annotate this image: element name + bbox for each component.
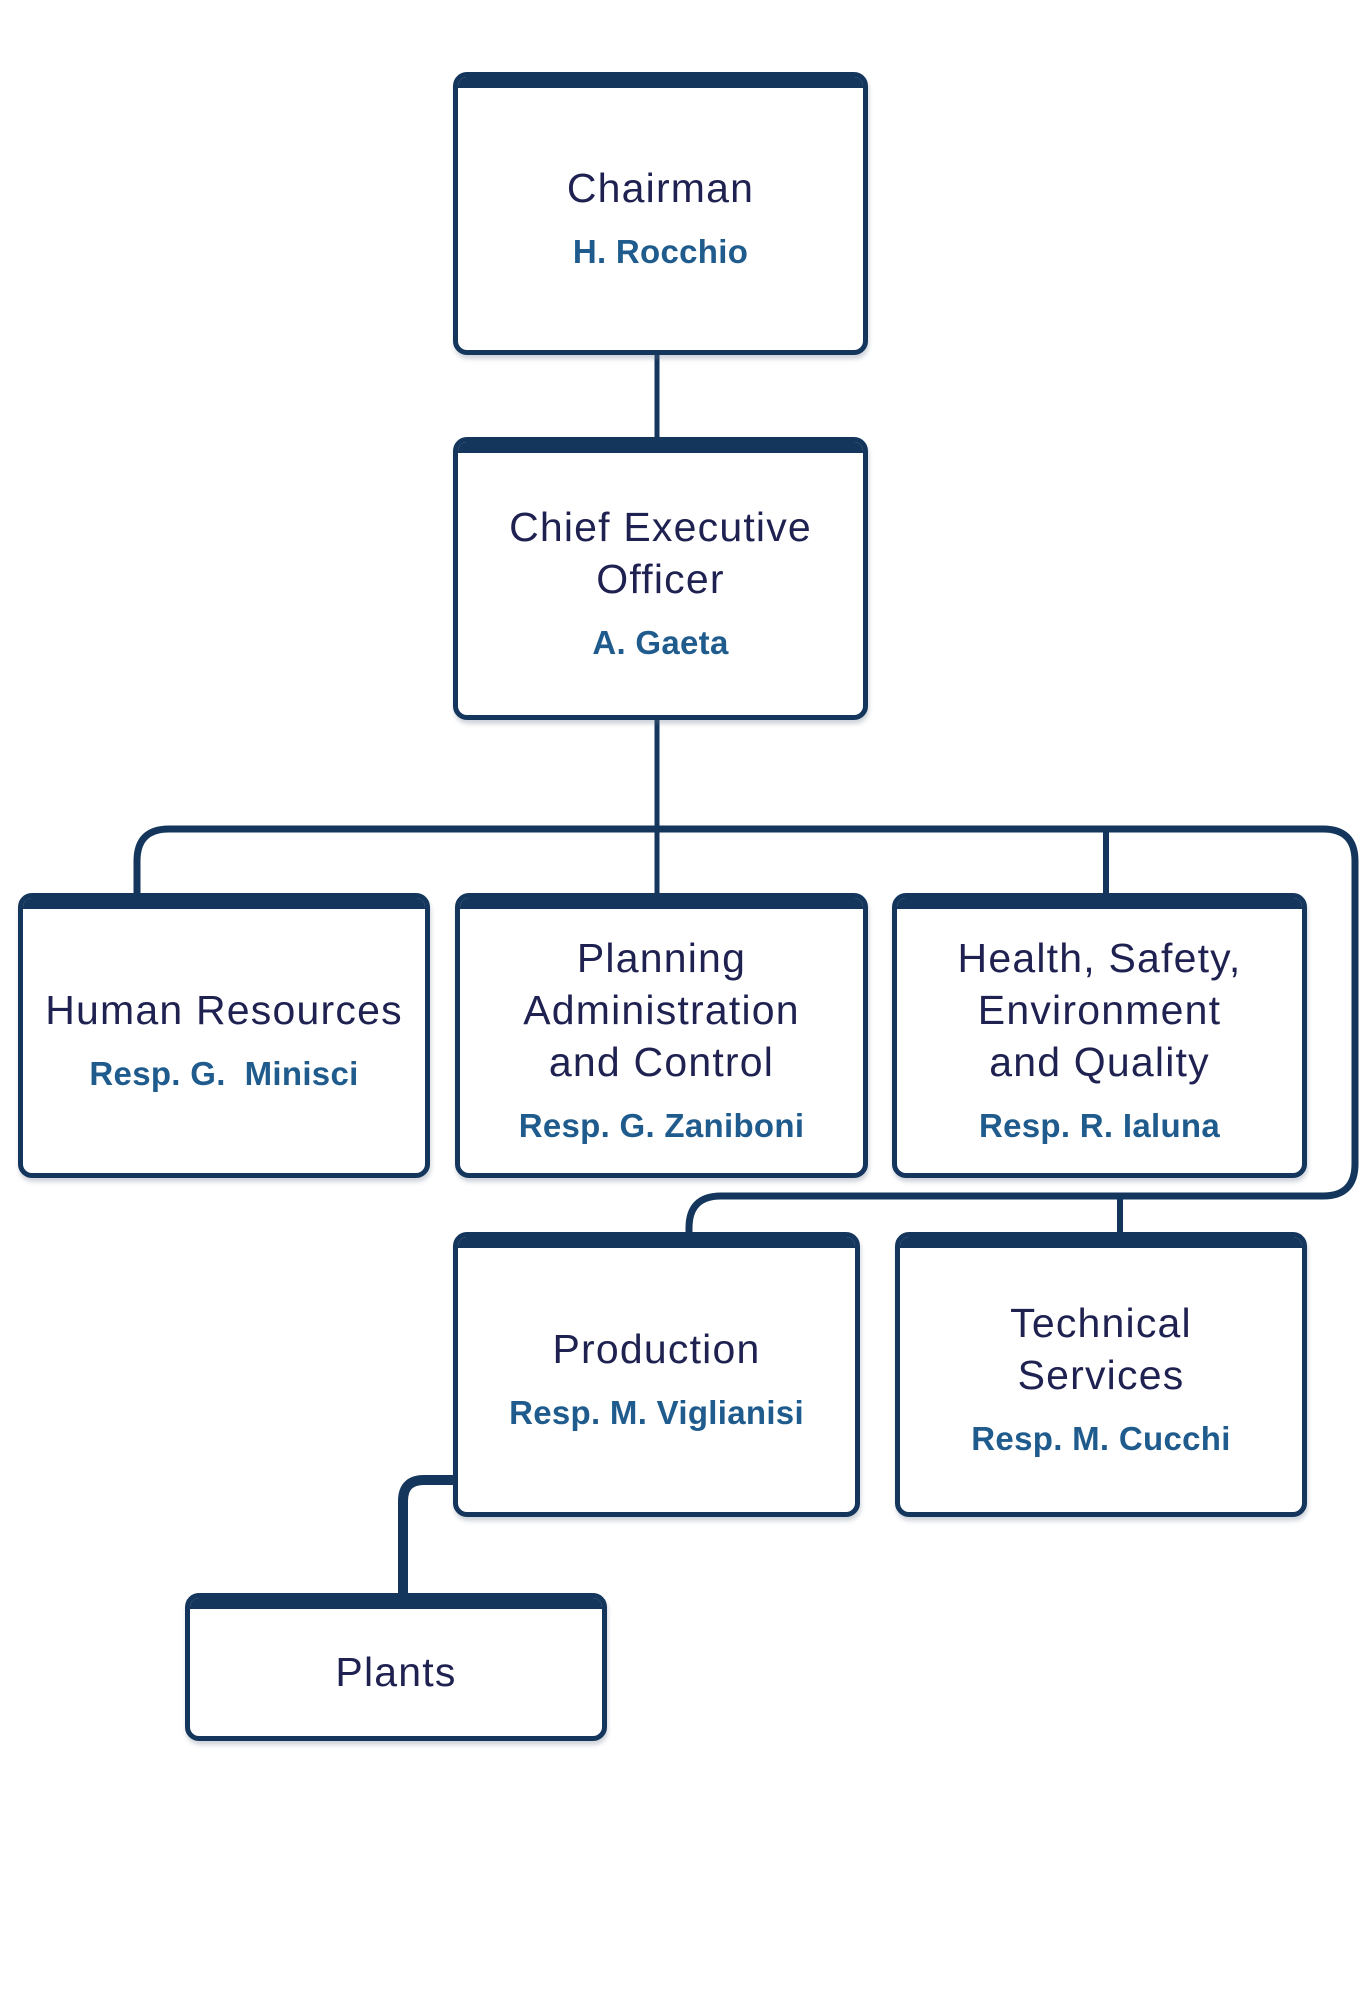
node-header-bar	[23, 898, 425, 909]
node-title: Chief Executive Officer	[509, 504, 812, 602]
connector-production-plants	[398, 1475, 456, 1595]
node-header-bar	[458, 1237, 855, 1248]
node-person: Resp. G. Zaniboni	[518, 1107, 805, 1144]
node-header-bar	[458, 442, 863, 453]
node-title: Plants	[335, 1648, 457, 1695]
node-person: Resp. M. Viglianisi	[509, 1394, 804, 1431]
org-node-production: Production Resp. M. Viglianisi	[453, 1232, 860, 1517]
node-header-bar	[897, 898, 1302, 909]
node-person: Resp. G. Minisci	[89, 1055, 359, 1092]
node-title: Production	[552, 1326, 761, 1372]
node-header-bar	[460, 898, 863, 909]
org-node-planning-administration-control: Planning Administration and Control Resp…	[455, 893, 868, 1178]
connector-main-branch	[133, 825, 1359, 1234]
node-title: Technical Services	[1010, 1300, 1192, 1398]
org-node-ceo: Chief Executive Officer A. Gaeta	[453, 437, 868, 720]
node-title: Chairman	[566, 165, 755, 211]
org-node-technical-services: Technical Services Resp. M. Cucchi	[895, 1232, 1307, 1517]
node-header-bar	[458, 77, 863, 88]
node-person: Resp. M. Cucchi	[971, 1420, 1231, 1457]
node-person: A. Gaeta	[592, 624, 729, 661]
node-person: Resp. R. Ialuna	[978, 1107, 1221, 1144]
org-node-chairman: Chairman H. Rocchio	[453, 72, 868, 355]
node-header-bar	[900, 1237, 1302, 1248]
node-title: Planning Administration and Control	[523, 935, 800, 1085]
node-person: H. Rocchio	[572, 233, 749, 270]
org-node-plants: Plants	[185, 1593, 607, 1741]
node-title: Health, Safety, Environment and Quality	[957, 935, 1242, 1085]
node-title: Human Resources	[45, 987, 403, 1033]
org-node-health-safety-environment-quality: Health, Safety, Environment and Quality …	[892, 893, 1307, 1178]
node-header-bar	[190, 1598, 602, 1609]
org-node-human-resources: Human Resources Resp. G. Minisci	[18, 893, 430, 1178]
